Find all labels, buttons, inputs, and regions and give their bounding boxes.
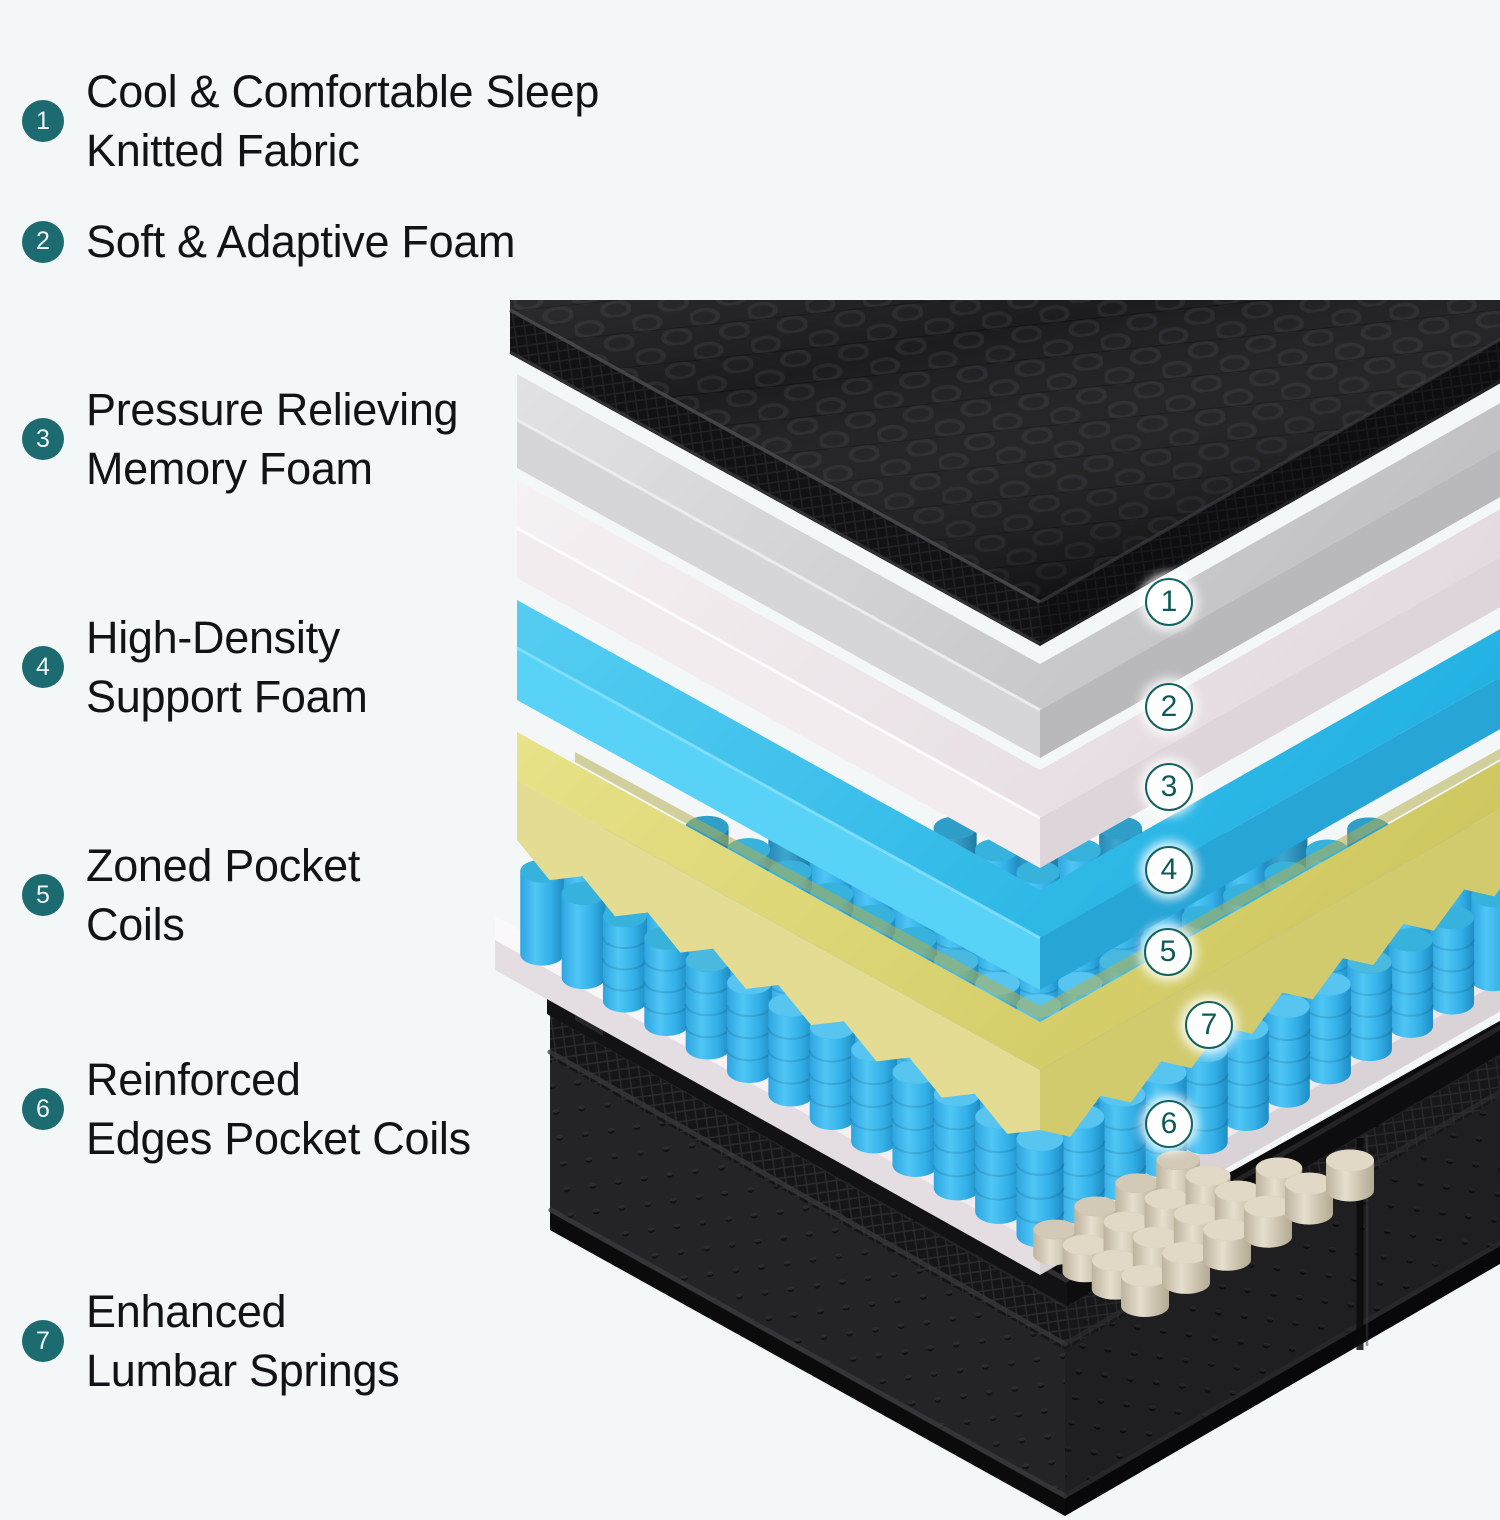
callout-badge-5: 5 bbox=[1144, 928, 1192, 976]
feature-item-5: 5 Zoned Pocket Coils bbox=[22, 836, 360, 955]
feature-label-3: Pressure Relieving Memory Foam bbox=[86, 384, 459, 495]
feature-label-5: Zoned Pocket Coils bbox=[86, 840, 361, 951]
feature-item-3: 3 Pressure Relieving Memory Foam bbox=[22, 380, 459, 499]
feature-item-1: 1 Cool & Comfortable Sleep Knitted Fabri… bbox=[22, 62, 600, 181]
feature-badge-3: 3 bbox=[22, 418, 64, 461]
feature-item-2: 2 Soft & Adaptive Foam bbox=[22, 212, 516, 271]
feature-label-7: Enhanced Lumbar Springs bbox=[86, 1286, 400, 1397]
feature-badge-1: 1 bbox=[22, 100, 64, 143]
feature-item-6: 6 Reinforced Edges Pocket Coils bbox=[22, 1050, 471, 1169]
callout-badge-4: 4 bbox=[1145, 846, 1193, 894]
callout-badge-6: 6 bbox=[1145, 1100, 1193, 1148]
feature-badge-6: 6 bbox=[22, 1088, 64, 1131]
feature-list: 1 Cool & Comfortable Sleep Knitted Fabri… bbox=[0, 0, 600, 1500]
feature-label-4: High-Density Support Foam bbox=[86, 612, 368, 723]
feature-item-7: 7 Enhanced Lumbar Springs bbox=[22, 1282, 400, 1401]
feature-item-4: 4 High-Density Support Foam bbox=[22, 608, 368, 727]
layer-knitted-fabric-cover bbox=[509, 300, 1500, 646]
feature-label-6: Reinforced Edges Pocket Coils bbox=[86, 1054, 471, 1165]
callout-badge-3: 3 bbox=[1145, 763, 1193, 811]
feature-label-1: Cool & Comfortable Sleep Knitted Fabric bbox=[86, 66, 600, 177]
feature-label-2: Soft & Adaptive Foam bbox=[86, 216, 516, 267]
layer-convoluted-foam bbox=[517, 732, 1500, 1137]
feature-badge-4: 4 bbox=[22, 646, 64, 689]
callout-badge-1: 1 bbox=[1145, 578, 1193, 626]
layer-support-foam bbox=[516, 600, 1500, 990]
feature-badge-2: 2 bbox=[22, 220, 64, 263]
callout-badge-2: 2 bbox=[1145, 683, 1193, 731]
feature-badge-5: 5 bbox=[22, 874, 64, 917]
feature-badge-7: 7 bbox=[22, 1320, 64, 1363]
layer-lumbar-springs bbox=[1033, 1149, 1374, 1317]
callout-badge-7: 7 bbox=[1185, 1001, 1233, 1049]
mattress-exploded-diagram: {} bbox=[455, 300, 1500, 1520]
layer-soft-adaptive-foam bbox=[516, 374, 1500, 758]
